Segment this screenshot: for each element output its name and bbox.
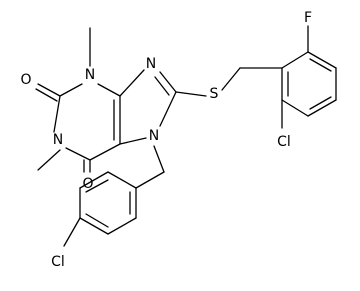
bond-br4-br5 <box>79 217 109 235</box>
benzyl-linker-bonds <box>135 145 165 189</box>
atom-label-o2: O <box>20 72 31 88</box>
bond-n7-ch2 <box>153 145 165 173</box>
bond-n7-c5 <box>119 137 147 145</box>
bond-br4-br5-inner <box>85 213 109 228</box>
bond-br2-br3 <box>79 171 109 189</box>
bond-ar2-ar3-inner <box>309 58 332 72</box>
pyrimidine-ring-bonds <box>53 83 121 161</box>
bond-n1-methyl <box>37 149 61 171</box>
atom-label-n9: N <box>146 56 156 72</box>
bond-ar4-ar5-inner <box>309 96 332 110</box>
atom-label-n1: N <box>53 132 63 148</box>
bond-c8-s <box>175 91 207 97</box>
chlorophenyl-ring-bonds <box>63 171 137 247</box>
bond-br5-br6 <box>107 217 137 235</box>
bond-ar4-ar5 <box>307 99 337 117</box>
bond-c5-c6 <box>89 143 121 161</box>
bond-ar5-ar6 <box>281 99 309 117</box>
fluorophenyl-ring-bonds <box>281 25 337 129</box>
atom-labels: O N N S F N N O Cl Cl <box>20 10 312 270</box>
atom-label-o6: O <box>82 176 93 192</box>
atom-label-n7: N <box>149 128 159 144</box>
carbonyl-bonds <box>35 83 91 173</box>
bond-ar2-ar3 <box>307 51 337 69</box>
bond-c8-n7 <box>159 91 177 127</box>
bond-s-ch2 <box>221 67 241 91</box>
atom-label-f: F <box>304 10 312 26</box>
methyl-bonds <box>37 27 91 171</box>
bond-c6-n1 <box>65 147 91 161</box>
bond-n1-c2 <box>53 95 61 133</box>
bond-ar1-ar2 <box>281 51 309 69</box>
atom-label-s: S <box>210 86 219 102</box>
bond-c2-o2 <box>37 83 61 97</box>
bond-br4-cl <box>63 217 81 247</box>
bond-n3-c4 <box>97 83 121 97</box>
bond-n9-c8 <box>159 71 177 93</box>
atom-label-n3: N <box>85 67 95 83</box>
atom-label-cl-right: Cl <box>277 134 291 150</box>
bond-br1-br2 <box>107 171 137 189</box>
atom-label-cl-bottom: Cl <box>51 254 65 270</box>
bond-n9-c8-double <box>154 76 170 96</box>
bond-c2-n3 <box>59 83 83 97</box>
bond-br2-br3-inner <box>85 179 109 193</box>
imidazole-ring-bonds <box>119 69 177 145</box>
bond-c4-n9 <box>119 69 145 97</box>
bond-c2-o2-double <box>35 88 58 102</box>
bond-ch2-aryl <box>135 171 165 189</box>
thioether-bonds <box>175 67 283 97</box>
